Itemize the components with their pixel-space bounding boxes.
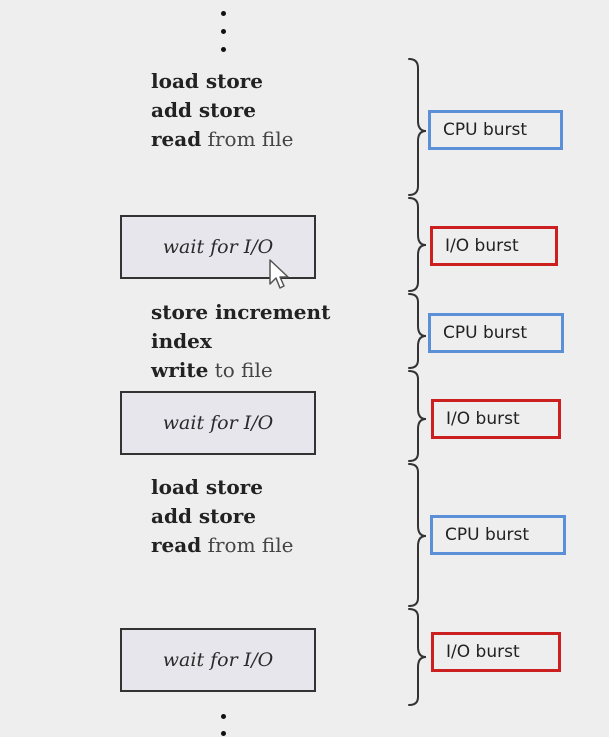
code-line: add store xyxy=(151,504,256,528)
ellipsis-dot-bottom xyxy=(221,714,226,719)
code-block: load store add store read from file xyxy=(151,67,293,154)
code-block: store increment index write to file xyxy=(151,298,330,385)
code-line: store increment xyxy=(151,300,331,324)
curly-brace xyxy=(408,197,427,292)
curly-brace xyxy=(408,370,427,462)
code-block: load store add store read from file xyxy=(151,473,293,560)
curly-brace xyxy=(408,463,427,607)
io-burst-label: I/O burst xyxy=(431,632,561,672)
wait-for-io-box: wait for I/O xyxy=(120,628,316,692)
code-line: add store xyxy=(151,98,256,122)
wait-for-io-box: wait for I/O xyxy=(120,391,316,455)
io-burst-label: I/O burst xyxy=(431,399,561,439)
ellipsis-dot-top xyxy=(221,11,226,16)
cpu-burst-label: CPU burst xyxy=(430,515,566,555)
mouse-cursor-icon xyxy=(269,259,289,289)
ellipsis-dot-top xyxy=(221,29,226,34)
curly-brace xyxy=(408,293,427,369)
code-line: write to file xyxy=(151,358,273,382)
code-line: load store xyxy=(151,475,263,499)
curly-brace xyxy=(408,58,427,196)
code-line: index xyxy=(151,329,212,353)
code-line: load store xyxy=(151,69,263,93)
cpu-burst-label: CPU burst xyxy=(428,313,564,353)
cpu-burst-label: CPU burst xyxy=(428,110,563,150)
ellipsis-dot-top xyxy=(221,47,226,52)
io-burst-label: I/O burst xyxy=(430,226,558,266)
code-line: read from file xyxy=(151,533,294,557)
curly-brace xyxy=(408,608,427,706)
ellipsis-dot-bottom xyxy=(221,731,226,736)
wait-for-io-box: wait for I/O xyxy=(120,215,316,279)
code-line: read from file xyxy=(151,127,294,151)
